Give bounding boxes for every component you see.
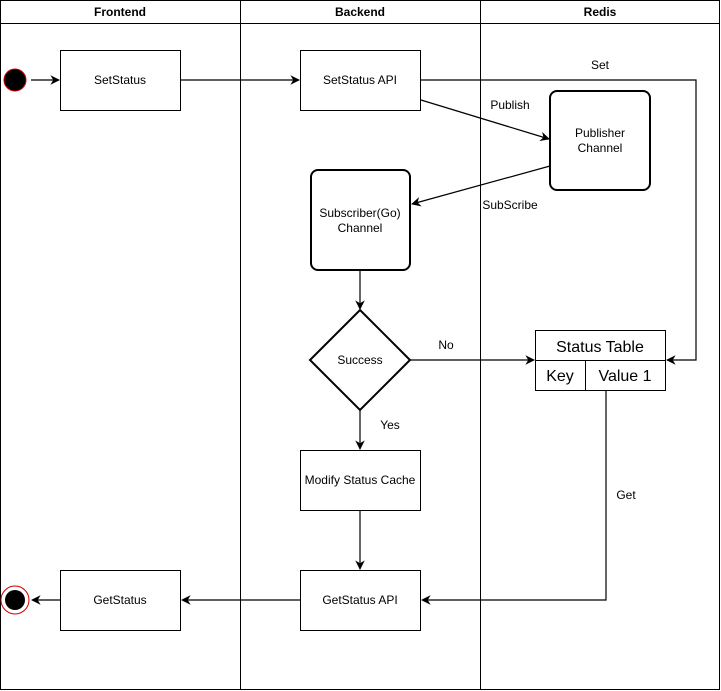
node-setstatus[interactable]: SetStatus xyxy=(60,50,181,111)
edge-label-get: Get xyxy=(616,488,636,502)
status-table-title: Status Table xyxy=(556,339,644,356)
node-success-decision[interactable]: Success xyxy=(308,308,412,412)
node-setstatus-api[interactable]: SetStatus API xyxy=(300,50,421,111)
node-subscriber-channel-line2: Channel xyxy=(338,221,383,235)
status-table[interactable]: Status Table Key Value 1 xyxy=(535,330,666,391)
edge-label-yes: Yes xyxy=(380,418,400,432)
node-setstatus-label: SetStatus xyxy=(94,73,146,87)
node-subscriber-channel-line1: Subscriber(Go) xyxy=(319,206,400,220)
node-modify-status-cache-label: Modify Status Cache xyxy=(305,473,416,487)
node-success-label: Success xyxy=(337,353,382,367)
node-getstatus[interactable]: GetStatus xyxy=(60,570,181,631)
node-getstatus-label: GetStatus xyxy=(93,593,146,607)
edge-set xyxy=(420,79,697,365)
edge-label-subscribe: SubScribe xyxy=(482,198,538,212)
node-getstatus-api-label: GetStatus API xyxy=(322,593,397,607)
status-table-col-key: Key xyxy=(546,368,574,385)
lane-header-redis: Redis xyxy=(584,5,617,19)
edge-publish xyxy=(420,99,550,142)
node-publisher-channel[interactable]: Publisher Channel xyxy=(549,90,651,191)
lane-header-backend: Backend xyxy=(335,5,385,19)
node-publisher-channel-line1: Publisher xyxy=(575,126,625,140)
lane-header-frontend: Frontend xyxy=(94,5,146,19)
node-getstatus-api[interactable]: GetStatus API xyxy=(300,570,421,631)
edge-label-publish: Publish xyxy=(490,98,529,112)
edge-get xyxy=(421,390,607,605)
edge-label-no: No xyxy=(438,338,454,352)
edge-label-set: Set xyxy=(591,58,610,72)
edge-subscribe xyxy=(411,165,551,207)
node-publisher-channel-line2: Channel xyxy=(578,141,623,155)
node-modify-status-cache[interactable]: Modify Status Cache xyxy=(300,450,421,511)
node-setstatus-api-label: SetStatus API xyxy=(323,73,397,87)
start-node[interactable] xyxy=(3,68,27,92)
status-table-col-value: Value 1 xyxy=(598,368,651,385)
node-subscriber-channel[interactable]: Subscriber(Go) Channel xyxy=(310,169,411,271)
end-node[interactable] xyxy=(0,585,30,615)
